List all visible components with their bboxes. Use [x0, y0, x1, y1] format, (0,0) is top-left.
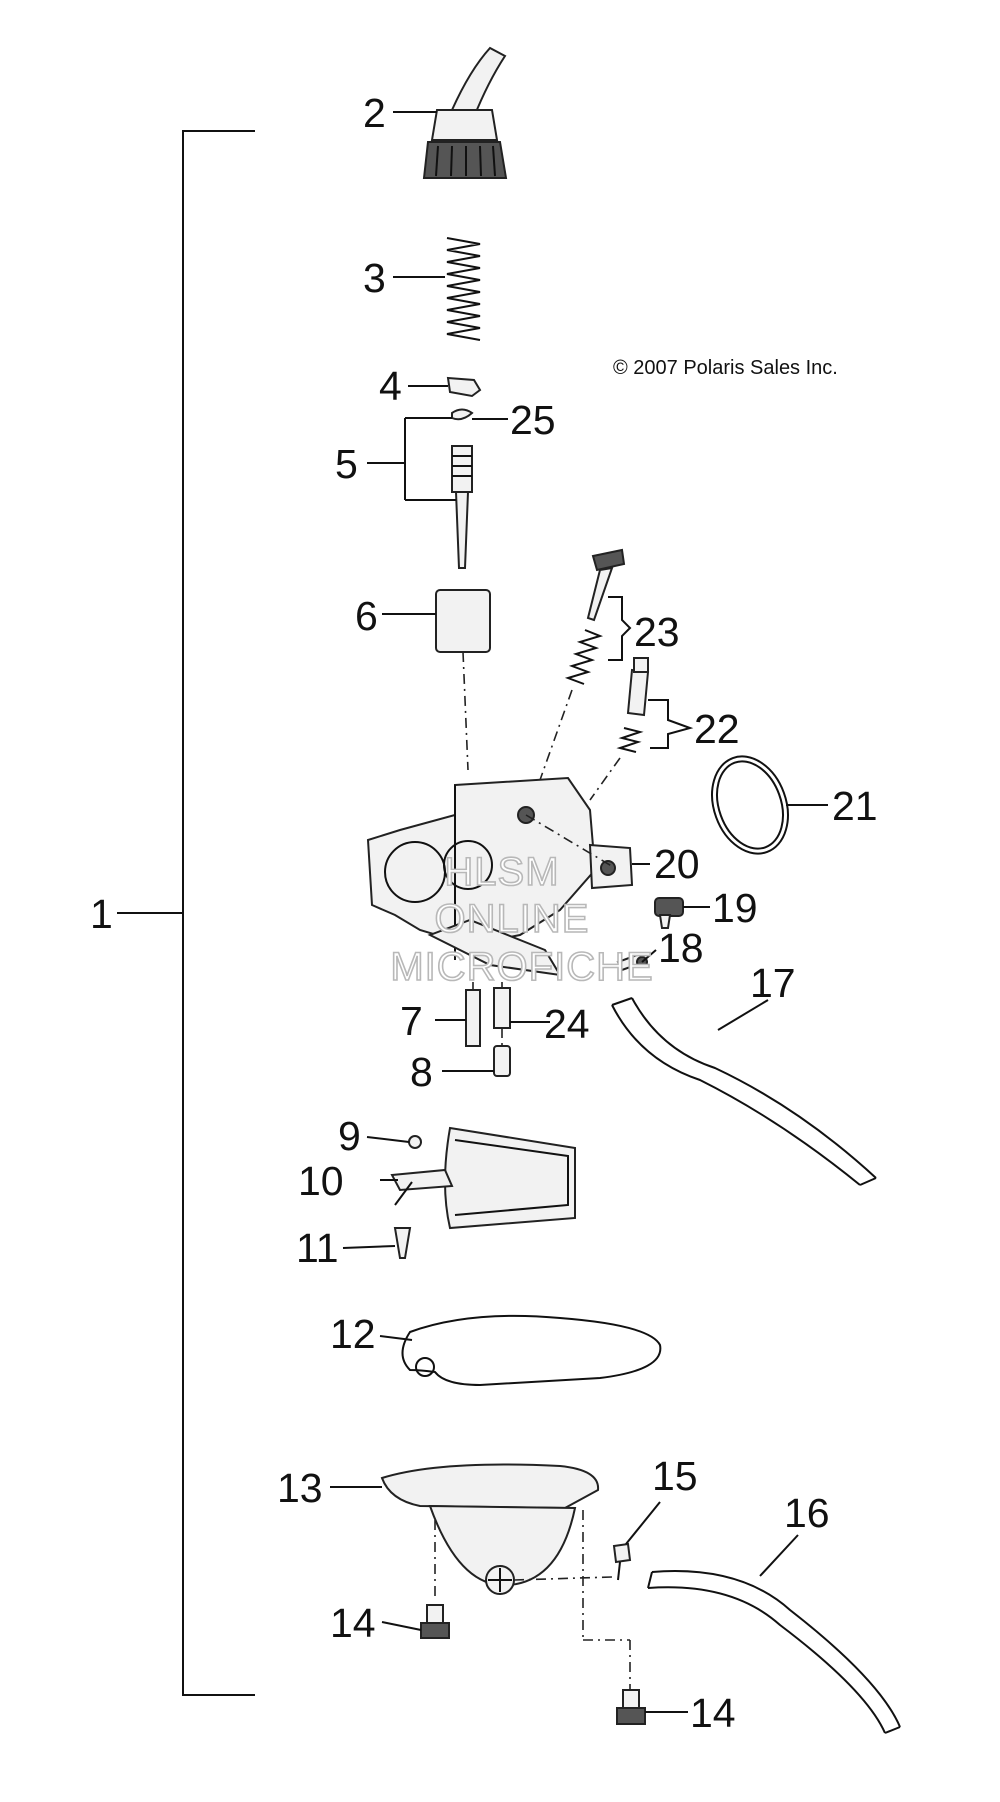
callout-labels: 1 2 3 4 25 5 6 23 22 21 20 19 18 17 7 24…: [90, 90, 878, 1736]
part-hose-16[interactable]: [647, 1570, 901, 1734]
part-jet-needle[interactable]: [451, 445, 473, 569]
callout-16: 16: [784, 1490, 830, 1536]
copyright-notice: © 2007 Polaris Sales Inc.: [613, 357, 838, 379]
callout-13: 13: [277, 1465, 323, 1511]
watermark-line-2: ONLINE: [435, 897, 590, 941]
callout-5: 5: [335, 441, 358, 487]
part-e-clip[interactable]: [451, 408, 474, 421]
part-cable-cap[interactable]: [422, 46, 508, 179]
part-hose-17[interactable]: [611, 997, 877, 1186]
watermark-line-3: MICROFICHE: [390, 945, 653, 989]
part-bolt-14b[interactable]: [616, 1689, 646, 1725]
part-main-jet[interactable]: [465, 960, 481, 1047]
part-throttle-spring[interactable]: [446, 237, 481, 341]
callout-12: 12: [330, 1311, 376, 1357]
part-float-bowl-gasket[interactable]: [401, 1314, 662, 1387]
callout-4: 4: [379, 363, 402, 409]
callout-23: 23: [634, 609, 680, 655]
callout-8: 8: [410, 1049, 433, 1095]
callout-19: 19: [712, 885, 758, 931]
callout-17: 17: [750, 960, 796, 1006]
part-pilot-jet[interactable]: [493, 960, 511, 1029]
callout-2: 2: [363, 90, 386, 136]
part-jet-holder[interactable]: [493, 1028, 511, 1077]
part-carburetor-body[interactable]: [366, 776, 634, 977]
callout-21: 21: [832, 783, 878, 829]
part-throttle-slide[interactable]: [435, 589, 491, 771]
callout-3: 3: [363, 255, 386, 301]
callout-7: 7: [400, 998, 423, 1044]
watermark: HLSM ONLINE MICROFICHE: [390, 849, 654, 990]
callout-11: 11: [296, 1225, 339, 1271]
callout-22: 22: [694, 706, 740, 752]
part-float[interactable]: [390, 1126, 576, 1230]
part-float-needle[interactable]: [393, 1227, 412, 1259]
part-float-pin[interactable]: [408, 1135, 422, 1149]
part-bolt-14a[interactable]: [420, 1604, 450, 1639]
part-pilot-screw-spring[interactable]: [589, 657, 650, 801]
callout-20: 20: [654, 841, 700, 887]
callout-25: 25: [510, 397, 556, 443]
callout-18: 18: [658, 925, 704, 971]
part-idle-screw-spring[interactable]: [539, 548, 626, 781]
callout-6: 6: [355, 593, 378, 639]
part-screw-19[interactable]: [654, 897, 684, 929]
part-float-bowl[interactable]: [380, 1463, 631, 1691]
leader-lines: [330, 111, 828, 1713]
callout-10: 10: [298, 1158, 344, 1204]
callout-9: 9: [338, 1113, 361, 1159]
part-needle-clip-retainer[interactable]: [446, 376, 482, 398]
part-o-ring[interactable]: [699, 746, 801, 865]
watermark-line-1: HLSM: [444, 850, 559, 894]
callout-24: 24: [544, 1001, 590, 1047]
assembly-bracket: [117, 130, 255, 1696]
callout-15: 15: [652, 1453, 698, 1499]
callout-14b: 14: [690, 1690, 736, 1736]
part-drain-screw[interactable]: [612, 1542, 632, 1581]
callout-14a: 14: [330, 1600, 376, 1646]
callout-1: 1: [90, 891, 113, 937]
